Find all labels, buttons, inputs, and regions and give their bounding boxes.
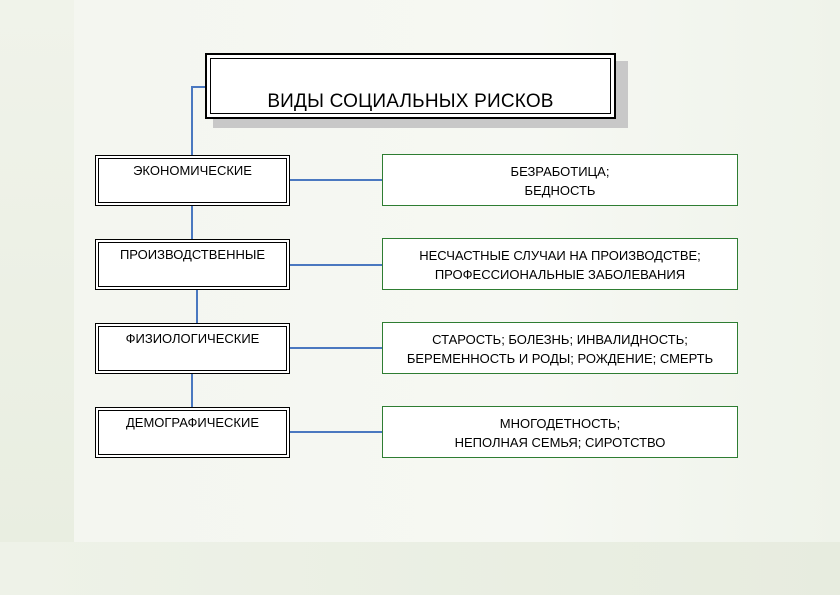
diagram-title: ВИДЫ СОЦИАЛЬНЫХ РИСКОВ	[267, 91, 554, 112]
title-box: ВИДЫ СОЦИАЛЬНЫХ РИСКОВ	[205, 53, 616, 119]
risk-text-economic: БЕЗРАБОТИЦА; БЕДНОСТЬ	[383, 162, 737, 200]
category-box-production: ПРОИЗВОДСТВЕННЫЕ	[95, 239, 290, 290]
connector-title-to-economic	[191, 86, 205, 155]
risk-text-demographic: МНОГОДЕТНОСТЬ; НЕПОЛНАЯ СЕМЬЯ; СИРОТСТВО	[383, 414, 737, 452]
risk-text-physiological: СТАРОСТЬ; БОЛЕЗНЬ; ИНВАЛИДНОСТЬ; БЕРЕМЕН…	[383, 330, 737, 368]
category-box-physiological: ФИЗИОЛОГИЧЕСКИЕ	[95, 323, 290, 374]
category-label-economic: ЭКОНОМИЧЕСКИЕ	[133, 163, 252, 178]
category-label-demographic: ДЕМОГРАФИЧЕСКИЕ	[125, 415, 260, 430]
category-label-physiological: ФИЗИОЛОГИЧЕСКИЕ	[125, 331, 260, 346]
category-box-inner-border	[98, 242, 287, 287]
risk-box-production: НЕСЧАСТНЫЕ СЛУЧАИ НА ПРОИЗВОДСТВЕ; ПРОФЕ…	[382, 238, 738, 290]
category-box-economic: ЭКОНОМИЧЕСКИЕ	[95, 155, 290, 206]
risk-line: БЕРЕМЕННОСТЬ И РОДЫ; РОЖДЕНИЕ; СМЕРТЬ	[406, 351, 714, 366]
category-box-inner-border	[98, 326, 287, 371]
risk-line: ПРОФЕССИОНАЛЬНЫЕ ЗАБОЛЕВАНИЯ	[434, 267, 686, 282]
category-box-demographic: ДЕМОГРАФИЧЕСКИЕ	[95, 407, 290, 458]
risk-line: СТАРОСТЬ; БОЛЕЗНЬ; ИНВАЛИДНОСТЬ;	[432, 332, 688, 347]
risk-line: НЕПОЛНАЯ СЕМЬЯ; СИРОТСТВО	[454, 435, 666, 450]
category-label-production: ПРОИЗВОДСТВЕННЫЕ	[119, 247, 266, 262]
risk-line: НЕСЧАСТНЫЕ СЛУЧАИ НА ПРОИЗВОДСТВЕ;	[419, 248, 701, 263]
category-box-inner-border	[98, 158, 287, 203]
risk-line: МНОГОДЕТНОСТЬ;	[499, 416, 621, 431]
category-box-inner-border	[98, 410, 287, 455]
background-bottom-band	[0, 542, 840, 595]
risk-text-production: НЕСЧАСТНЫЕ СЛУЧАИ НА ПРОИЗВОДСТВЕ; ПРОФЕ…	[383, 246, 737, 284]
risk-box-demographic: МНОГОДЕТНОСТЬ; НЕПОЛНАЯ СЕМЬЯ; СИРОТСТВО	[382, 406, 738, 458]
risk-box-physiological: СТАРОСТЬ; БОЛЕЗНЬ; ИНВАЛИДНОСТЬ; БЕРЕМЕН…	[382, 322, 738, 374]
risk-box-economic: БЕЗРАБОТИЦА; БЕДНОСТЬ	[382, 154, 738, 206]
background-left-band	[0, 0, 74, 542]
risk-line: БЕЗРАБОТИЦА;	[510, 164, 610, 179]
risk-line: БЕДНОСТЬ	[524, 183, 596, 198]
